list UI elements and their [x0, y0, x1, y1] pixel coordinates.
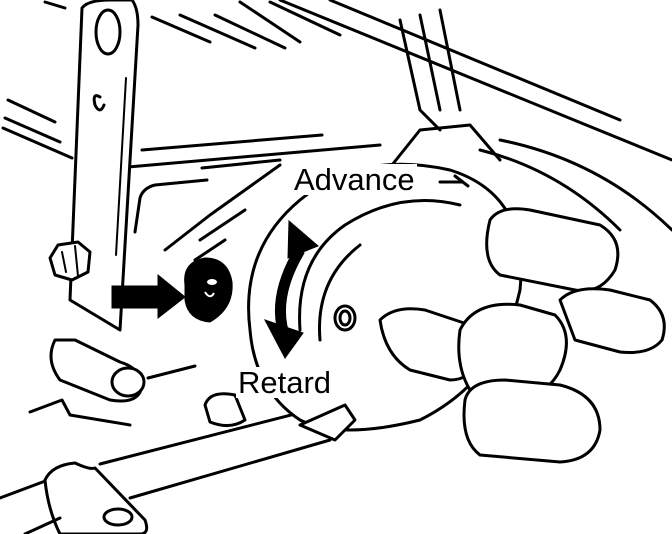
- advance-leader-line: [438, 174, 470, 188]
- rotation-double-arrow-icon: [263, 219, 319, 359]
- bracket-arm: [68, 0, 140, 332]
- hold-down-bolt: [184, 257, 233, 323]
- retard-label: Retard: [236, 365, 334, 400]
- advance-label: Advance: [292, 162, 417, 197]
- engine-block-lines: [1, 0, 672, 262]
- sensor-fitting: [28, 338, 197, 427]
- ignition-leads: [378, 8, 672, 464]
- frame-rails: [0, 403, 332, 534]
- bracket-nut: [48, 240, 92, 282]
- pointer-arrow-icon: [111, 273, 186, 320]
